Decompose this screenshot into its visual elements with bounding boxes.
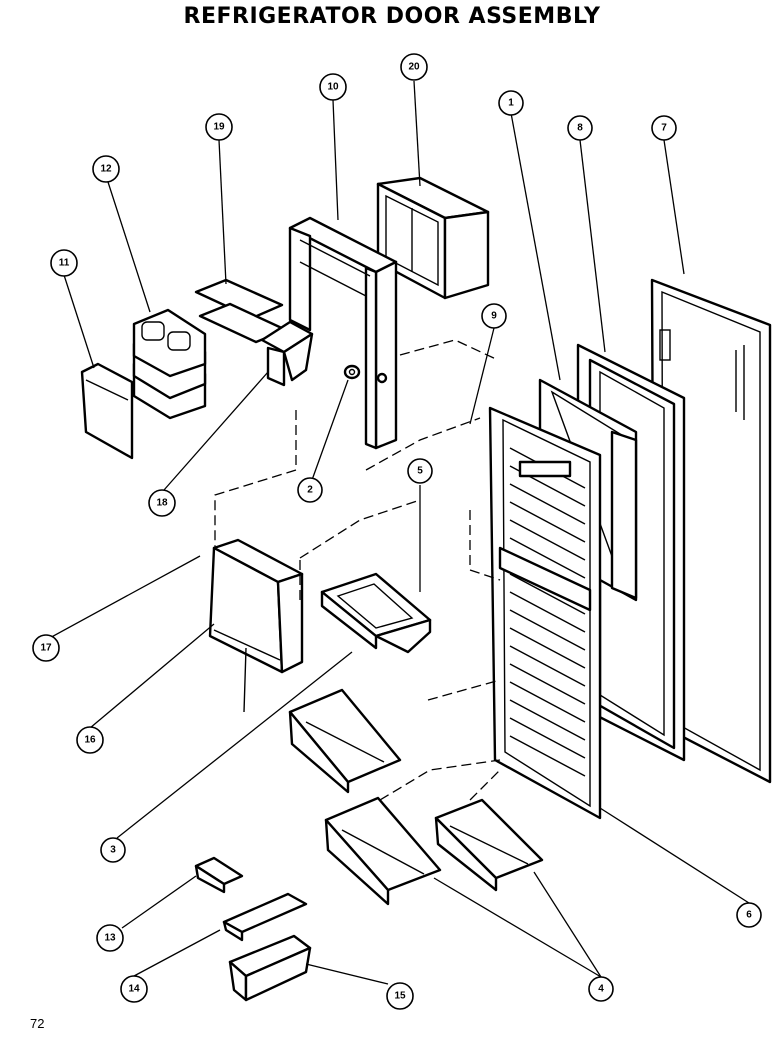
callout-label: 16: [84, 735, 96, 746]
callout-balloon-14: 14: [120, 975, 148, 1003]
callout-label: 5: [417, 466, 423, 477]
callout-label: 20: [408, 62, 420, 73]
callout-balloon-7: 7: [651, 115, 677, 141]
part-door-bin-b: [324, 796, 442, 906]
callout-balloon-13: 13: [96, 924, 124, 952]
part-flap-panel: [80, 362, 134, 460]
part-inner-door-liner: [488, 406, 602, 820]
callout-balloon-4: 4: [588, 976, 614, 1002]
callout-label: 4: [598, 984, 604, 995]
callout-label: 15: [394, 991, 406, 1002]
part-egg-bin: [228, 934, 312, 1002]
part-dispenser-frame: [288, 216, 398, 450]
callout-label: 17: [40, 643, 52, 654]
callout-balloon-12: 12: [92, 155, 120, 183]
callout-label: 11: [59, 258, 70, 269]
part-shelf-plate: [194, 278, 288, 344]
callout-balloon-17: 17: [32, 634, 60, 662]
callout-balloon-3: 3: [100, 837, 126, 863]
callout-label: 18: [156, 498, 168, 509]
callout-label: 8: [577, 123, 583, 134]
callout-label: 12: [100, 164, 112, 175]
assembly-dashed-lines: [214, 339, 501, 801]
callout-balloon-15: 15: [386, 982, 414, 1010]
part-bracket: [260, 320, 314, 387]
callout-balloon-16: 16: [76, 726, 104, 754]
callout-label: 3: [110, 845, 116, 856]
part-door-bin-c: [434, 798, 544, 892]
callout-balloon-2: 2: [297, 477, 323, 503]
part-shelf-tray: [320, 572, 432, 654]
part-door-bin-a: [288, 688, 402, 794]
part-crisper-cover-bin: [208, 538, 304, 713]
page-title: REFRIGERATOR DOOR ASSEMBLY: [183, 4, 601, 29]
callout-label: 9: [491, 311, 497, 322]
callout-balloon-10: 10: [319, 73, 347, 101]
callout-balloon-19: 19: [205, 113, 233, 141]
liner-ribs: [509, 447, 586, 777]
callout-balloon-20: 20: [400, 53, 428, 81]
callout-balloon-8: 8: [567, 115, 593, 141]
part-small-cup: [194, 856, 244, 894]
callout-leader-lines: [45, 80, 750, 985]
callout-label: 13: [104, 933, 116, 944]
callout-label: 10: [327, 82, 339, 93]
part-stacked-containers: [132, 308, 207, 420]
part-tray: [222, 892, 308, 942]
callout-balloon-1: 1: [498, 90, 524, 116]
callout-balloon-9: 9: [481, 303, 507, 329]
page-number: 72: [30, 1016, 45, 1031]
callout-label: 1: [508, 98, 514, 109]
callout-label: 14: [128, 984, 140, 995]
callout-label: 7: [661, 123, 667, 134]
callout-balloon-6: 6: [736, 902, 762, 928]
callout-balloon-18: 18: [148, 489, 176, 517]
callout-label: 2: [307, 485, 313, 496]
callout-balloon-11: 11: [50, 249, 78, 277]
callout-label: 6: [746, 910, 752, 921]
part-knob: [343, 364, 361, 380]
callout-balloon-5: 5: [407, 458, 433, 484]
callout-label: 19: [213, 122, 225, 133]
